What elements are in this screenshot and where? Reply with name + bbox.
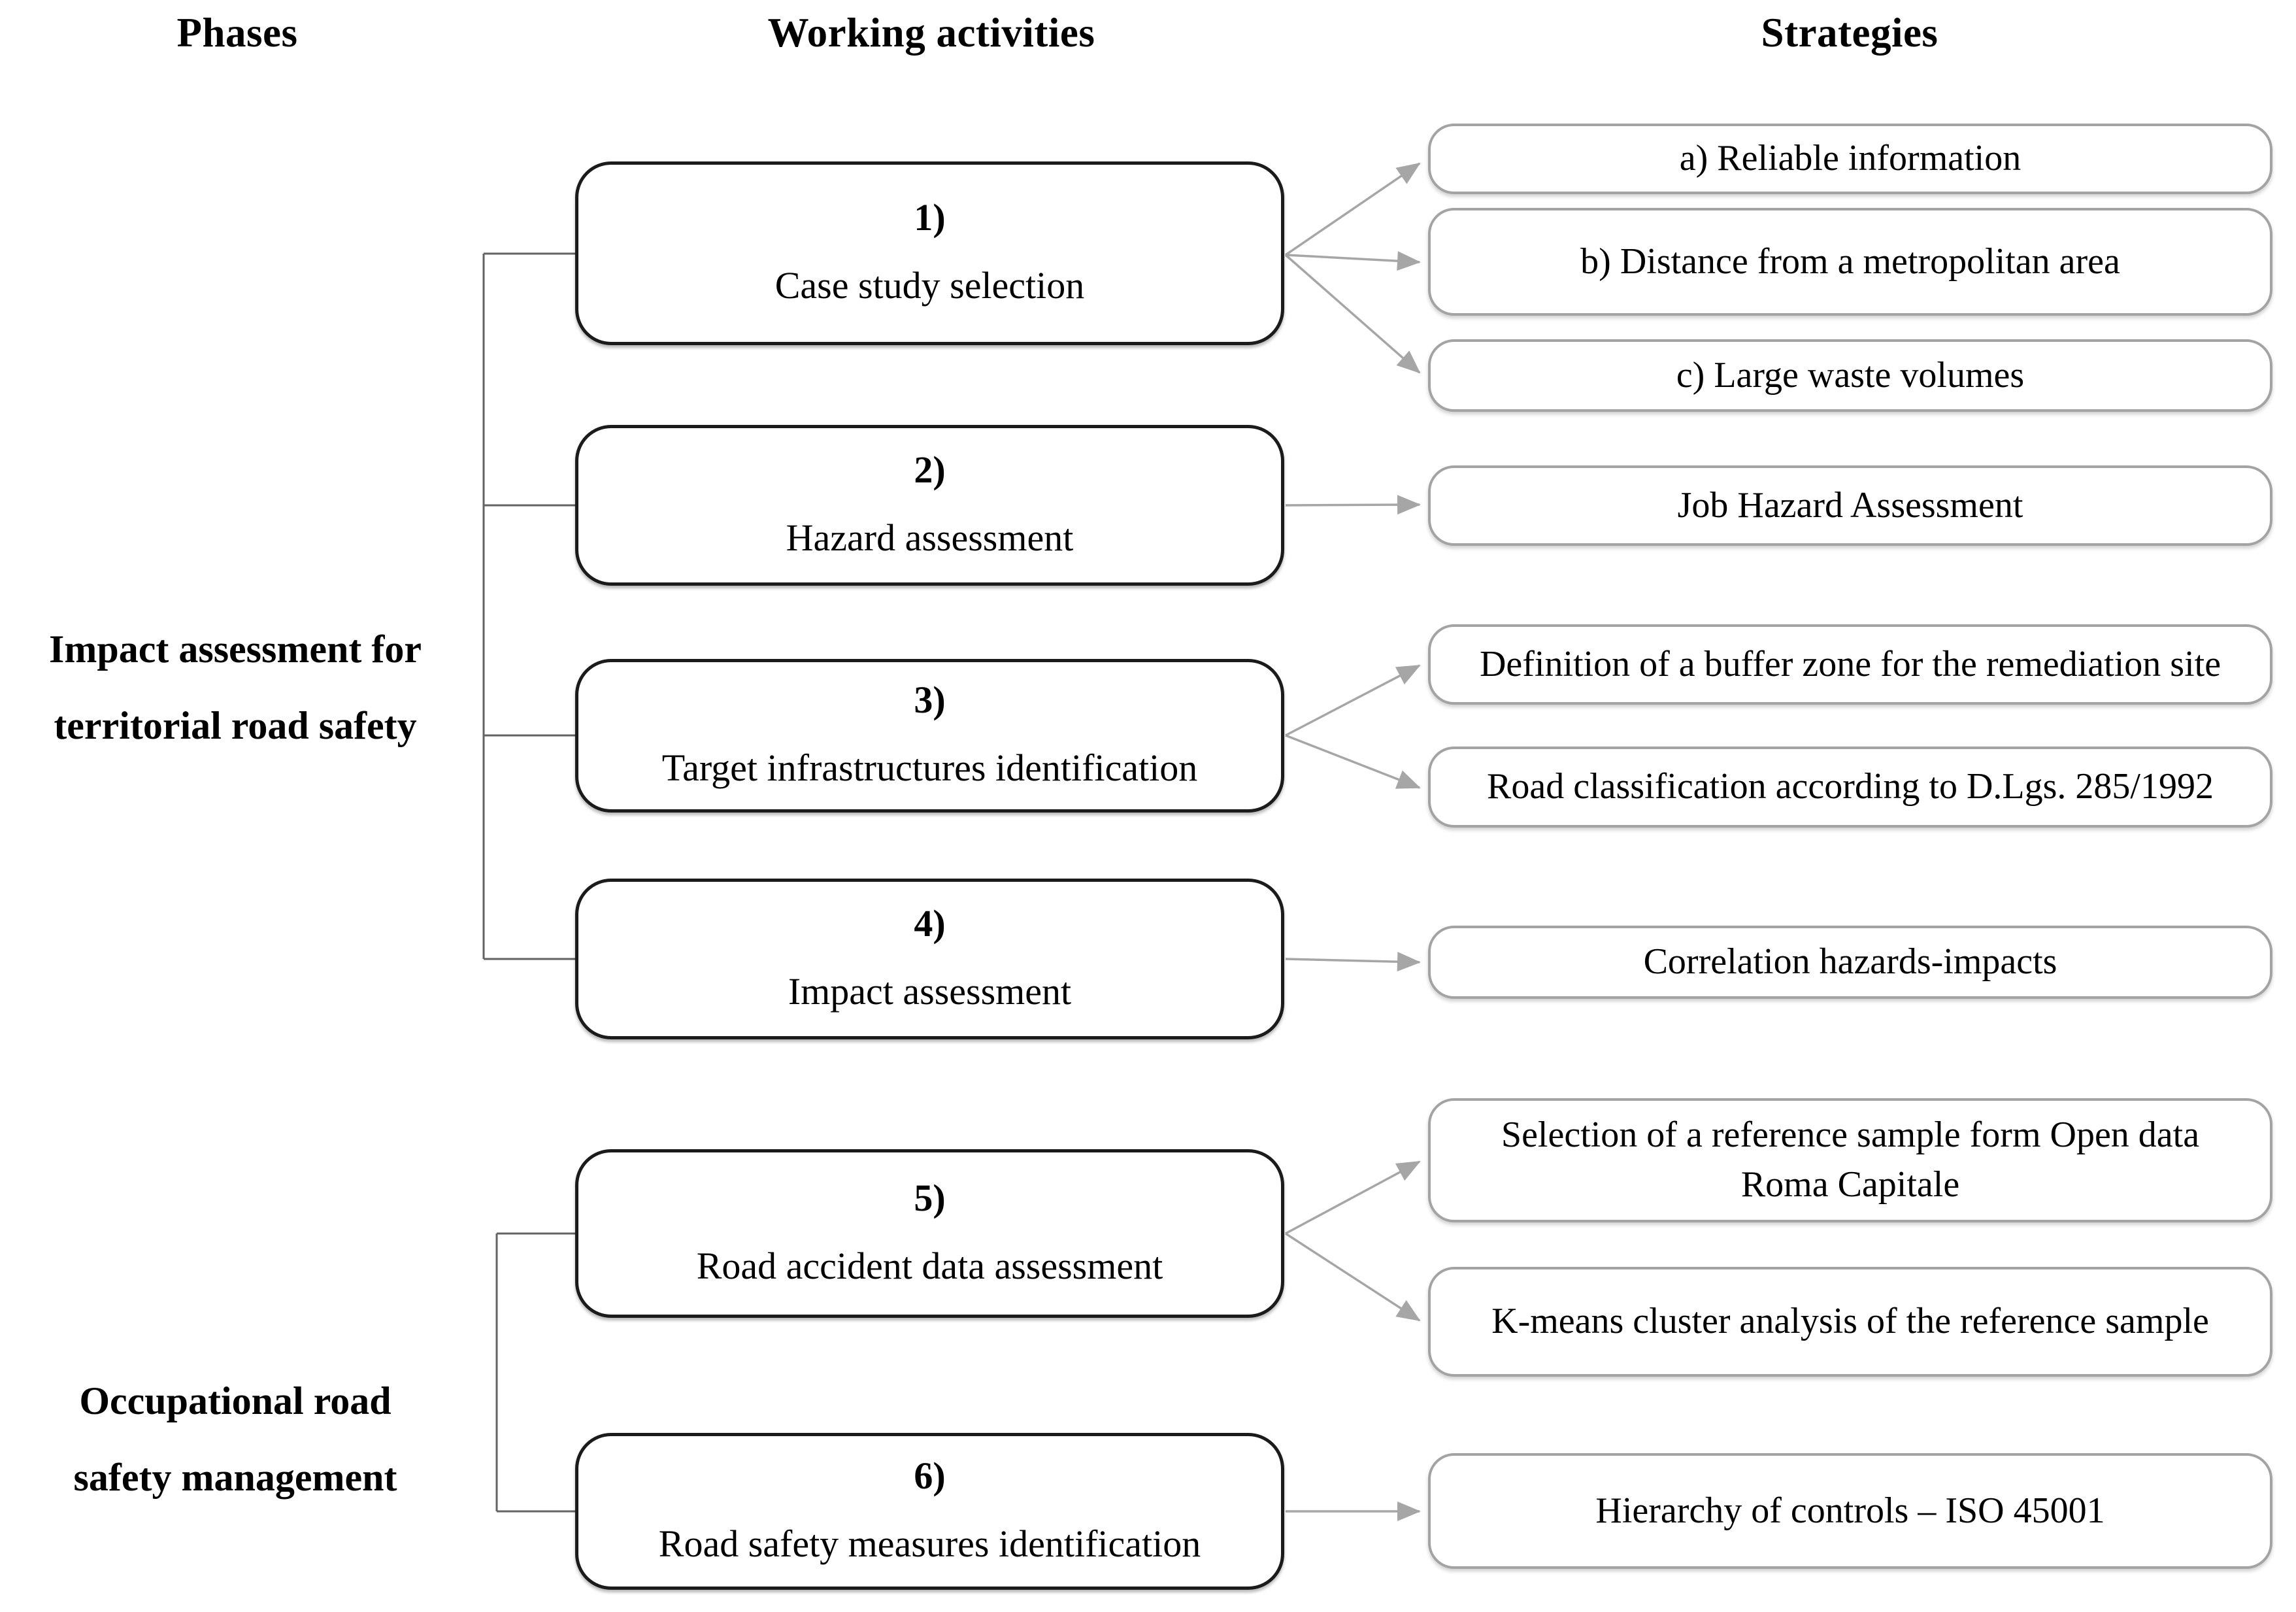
activity-box-2-hazard-assessment: 2) Hazard assessment [575,425,1284,586]
arrow-3-to-classification [1285,734,1421,789]
arrow-3-to-buffer [1285,664,1421,737]
arrow-1-to-c [1284,254,1421,374]
activity-box-1-case-study-selection: 1) Case study selection [575,161,1284,345]
strategy-box-reference-sample-selection: Selection of a reference sample form Ope… [1428,1098,2272,1222]
column-header-strategies: Strategies [1761,10,1938,56]
activity-number: 1) [914,196,946,239]
arrow-4-to-correlation [1285,952,1421,972]
activity-label: Hazard assessment [786,516,1074,559]
strategy-label: b) Distance from a metropolitan area [1580,241,2120,282]
activity-box-3-target-infrastructures: 3) Target infrastructures identification [575,659,1284,813]
activity-number: 4) [914,901,946,945]
strategy-box-kmeans-cluster-analysis: K-means cluster analysis of the referenc… [1428,1267,2272,1377]
activity-box-4-impact-assessment: 4) Impact assessment [575,879,1284,1039]
activity-label: Case study selection [774,264,1085,307]
activity-label: Road accident data assessment [696,1244,1163,1287]
strategy-label: c) Large waste volumes [1676,354,2025,395]
phase-label-impact-assessment: Impact assessment for territorial road s… [49,628,422,747]
activity-number: 6) [914,1454,946,1497]
strategy-box-buffer-zone-definition: Definition of a buffer zone for the reme… [1428,624,2272,705]
strategy-box-hierarchy-of-controls: Hierarchy of controls – ISO 45001 [1428,1453,2272,1569]
activity-number: 3) [914,679,946,722]
bracket-phase-1 [482,252,578,960]
strategy-label: Hierarchy of controls – ISO 45001 [1595,1490,2105,1531]
arrow-5-to-kmeans [1285,1232,1421,1322]
strategy-label: Correlation hazards-impacts [1643,941,2057,982]
activity-box-6-road-safety-measures: 6) Road safety measures identification [575,1433,1284,1590]
activity-label: Road safety measures identification [658,1522,1201,1565]
arrow-5-to-selection [1285,1160,1421,1235]
activity-box-5-road-accident-data: 5) Road accident data assessment [575,1149,1284,1318]
arrow-1-to-a [1285,162,1421,256]
activity-number: 2) [914,448,946,491]
column-header-phases: Phases [176,10,298,56]
bracket-phase-2 [495,1232,578,1513]
column-header-working-activities: Working activities [767,10,1095,56]
activity-label: Target infrastructures identification [661,747,1198,790]
strategy-box-reliable-information: a) Reliable information [1428,124,2272,194]
strategy-label: a) Reliable information [1679,138,2021,179]
strategy-label: Road classification according to D.Lgs. … [1487,766,2214,807]
strategy-box-road-classification: Road classification according to D.Lgs. … [1428,747,2272,828]
strategy-label: K-means cluster analysis of the referenc… [1491,1301,2209,1342]
activity-label: Impact assessment [788,969,1072,1013]
strategy-label: Job Hazard Assessment [1677,484,2023,526]
strategy-box-large-waste-volumes: c) Large waste volumes [1428,339,2272,412]
strategy-label: Selection of a reference sample form Ope… [1501,1115,2200,1205]
strategy-box-job-hazard-assessment: Job Hazard Assessment [1428,465,2272,546]
phase-label-occupational-road: Occupational road safety management [73,1379,397,1499]
strategy-label: Definition of a buffer zone for the reme… [1479,643,2221,684]
activity-number: 5) [914,1176,946,1219]
strategy-box-correlation-hazards-impacts: Correlation hazards-impacts [1428,926,2272,999]
arrow-1-to-b [1285,251,1421,271]
strategy-box-distance-metropolitan-area: b) Distance from a metropolitan area [1428,208,2272,316]
